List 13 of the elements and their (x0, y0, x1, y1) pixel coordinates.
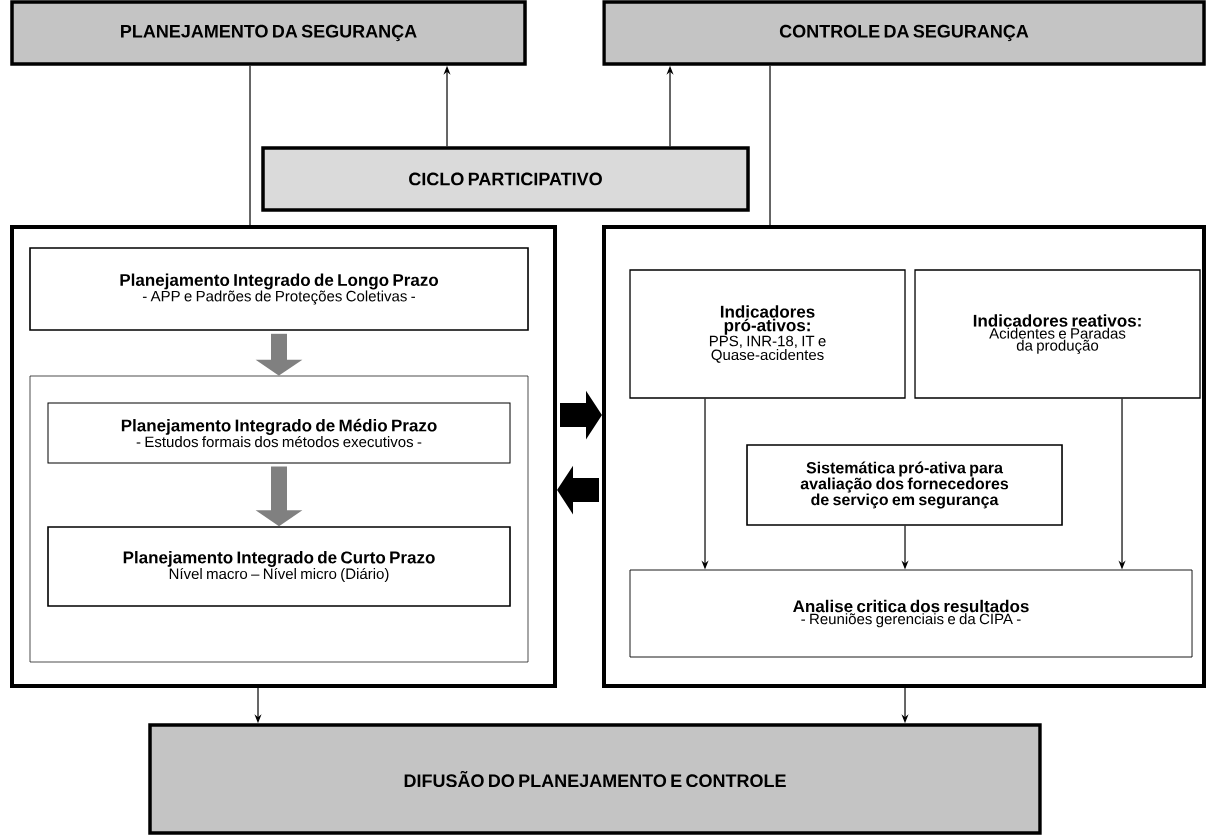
process-box: Sistemática pró-ativa para avaliação dos fornecedores de serviço em segurança (746, 444, 1063, 526)
process-box: Planejamento Integrado de Médio Prazo - Estudos formais dos métodos executivos - (47, 402, 511, 464)
title-box: PLANEJAMENTO DA SEGURANÇA (10, 0, 527, 66)
connector-line (249, 65, 251, 226)
process-box: Planejamento Integrado de Longo Prazo - APP e Padrões de Proteções Coletivas - (29, 247, 529, 331)
process-box: Planejamento Integrado de Curto Prazo Nível macro – Nível micro (Diário) (47, 526, 511, 607)
title-box: DIFUSÃO DO PLANEJAMENTO E CONTROLE (148, 723, 1042, 835)
indicator-box: Indicadores pró-ativos: PPS, INR-18, IT e Quase-acidentes (629, 269, 906, 399)
process-box: Analise critica dos resultados - Reuniões gerenciais e da CIPA - (629, 569, 1193, 658)
process-box: CICLO PARTICIPATIVO (261, 146, 750, 212)
title-box: CONTROLE DA SEGURANÇA (602, 0, 1206, 66)
indicator-box: Indicadores reativos: Acidentes e Paradas da produção (914, 269, 1201, 399)
connector-line (769, 65, 771, 226)
